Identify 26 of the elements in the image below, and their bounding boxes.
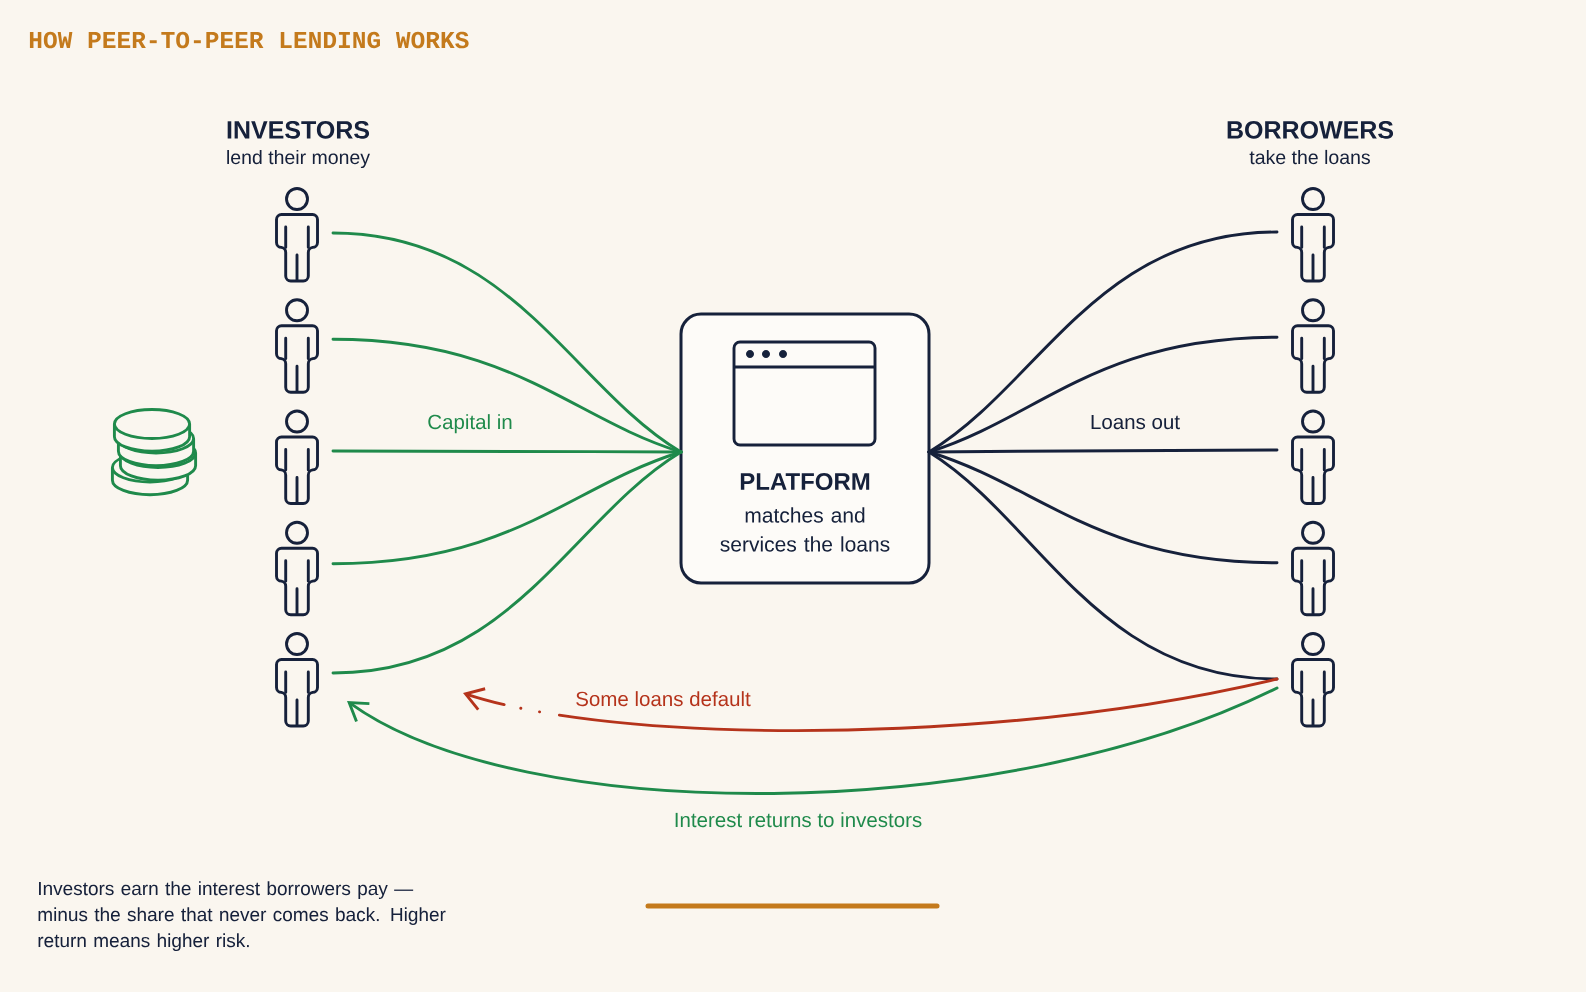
person-icon [275, 298, 319, 394]
edge-label: Interest returns to investors [671, 810, 925, 830]
edge-label: Some loans default [573, 689, 753, 709]
connector-line [927, 335, 1279, 454]
arrow [463, 677, 1279, 732]
column-subtitle: lend their money [227, 149, 370, 169]
column-heading: BORROWERS [1227, 121, 1394, 139]
person-icon [1291, 632, 1335, 728]
person-icon [1291, 187, 1335, 283]
caption: Investors earn the interest borrowers pay — minus the share that never comes back. Higher return means higher risk. [38, 881, 446, 952]
title: HOW PEER-TO-PEER LENDING WORKS [29, 31, 469, 49]
node-text: matches and services the loans [720, 507, 890, 552]
person-icon [275, 409, 319, 505]
connector-line [331, 337, 683, 454]
column-subtitle: take the loans [1249, 149, 1370, 165]
person-icon [1291, 520, 1335, 617]
column-heading: INVESTORS [227, 121, 370, 139]
arrow [347, 686, 1279, 795]
person-icon [1291, 409, 1335, 505]
person-icon [275, 187, 319, 283]
person-icon [275, 632, 319, 728]
person-icon [1291, 298, 1335, 394]
edge-label: Capital in [425, 412, 515, 436]
connector-line [331, 450, 683, 675]
node-title: PLATFORM [740, 473, 870, 490]
person-icon [275, 520, 319, 617]
